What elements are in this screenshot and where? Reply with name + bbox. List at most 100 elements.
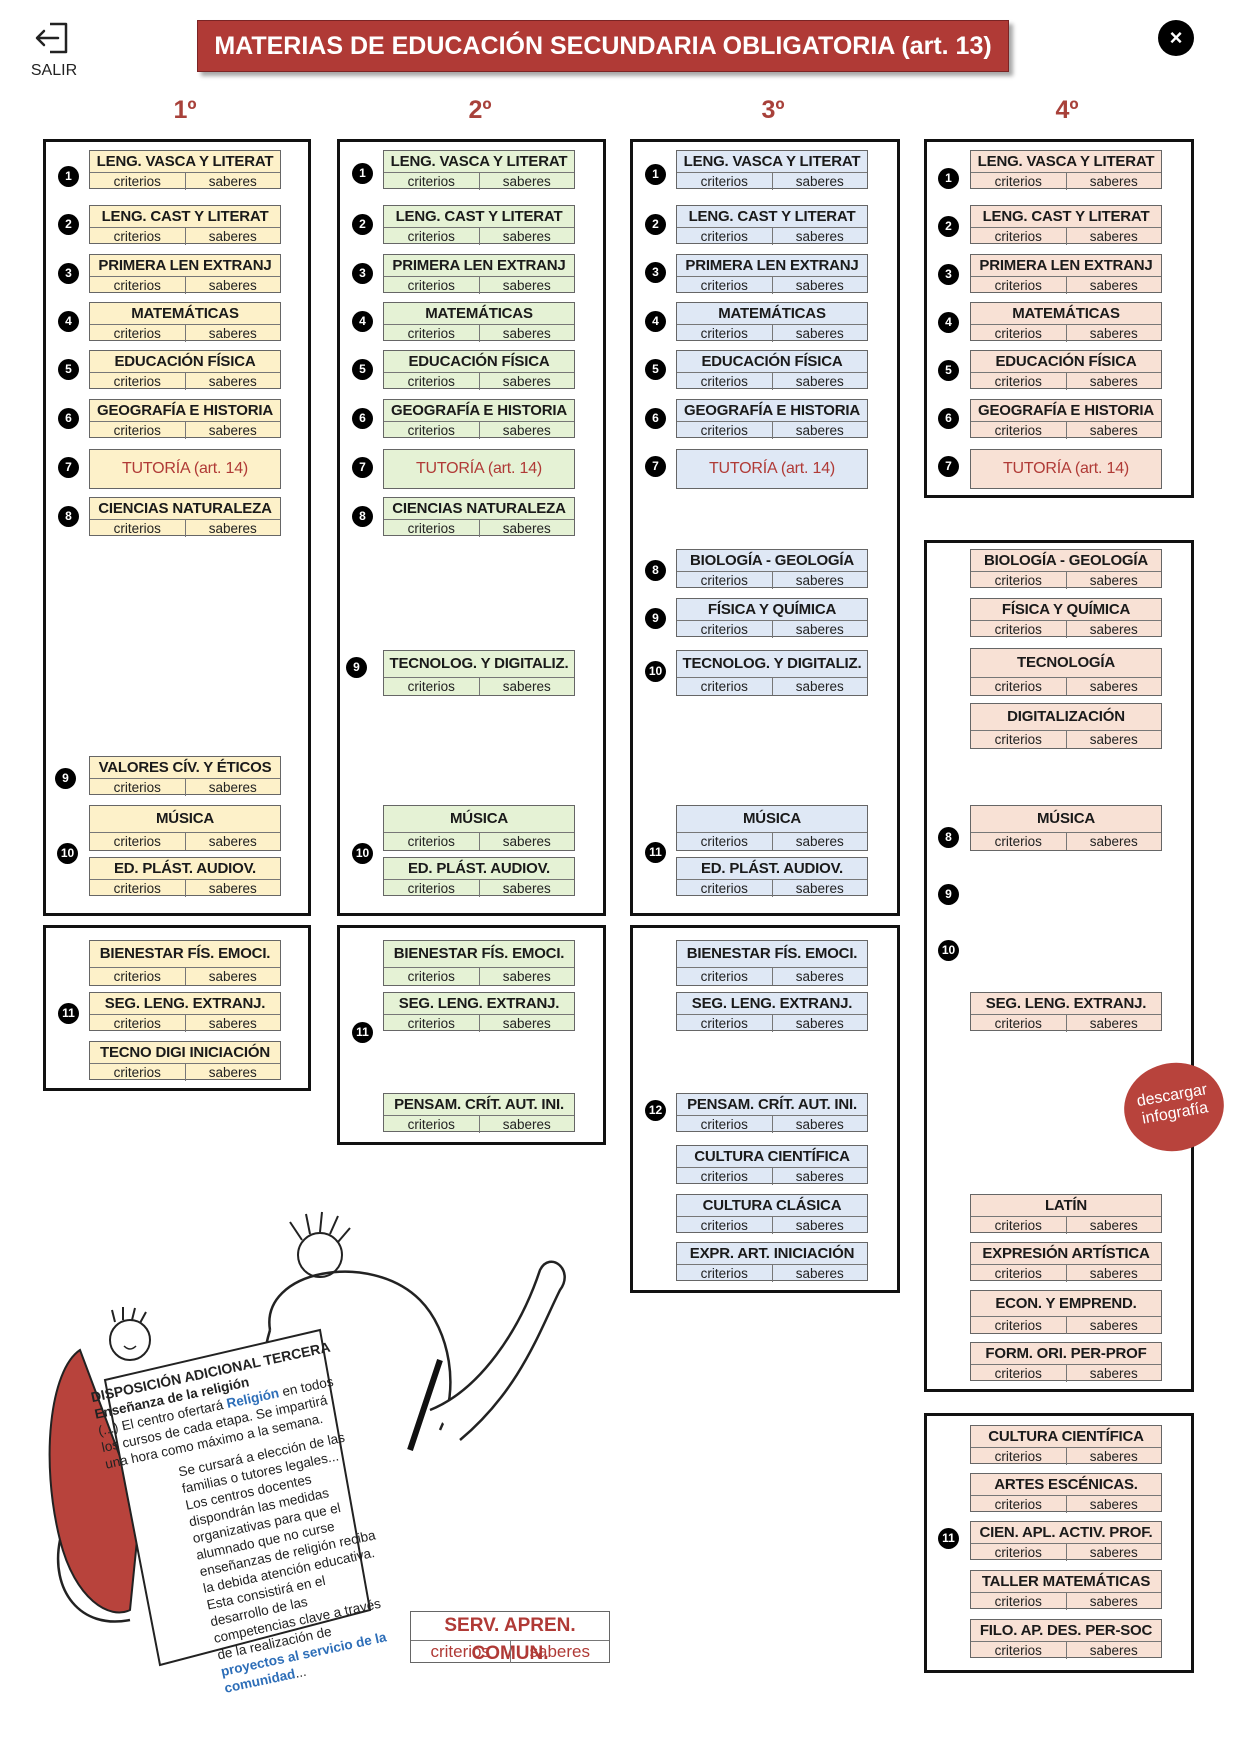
saberes-link[interactable]: saberes bbox=[184, 325, 281, 342]
criterios-link[interactable]: criterios bbox=[994, 1545, 1042, 1560]
saberes-link[interactable]: saberes bbox=[771, 325, 868, 342]
saberes-link[interactable]: saberes bbox=[771, 678, 868, 695]
criterios-link[interactable]: criterios bbox=[113, 326, 161, 341]
criterios-link[interactable]: criterios bbox=[430, 1642, 490, 1661]
criterios-link[interactable]: criterios bbox=[700, 1016, 748, 1031]
criterios-link[interactable]: criterios bbox=[407, 229, 455, 244]
close-icon[interactable]: × bbox=[1158, 20, 1194, 56]
saberes-link[interactable]: saberes bbox=[771, 1265, 868, 1282]
saberes-link[interactable]: saberes bbox=[184, 173, 281, 190]
criterios-link[interactable]: criterios bbox=[407, 1016, 455, 1031]
saberes-link[interactable]: saberes bbox=[1065, 277, 1162, 294]
number-badge[interactable]: 6 bbox=[645, 408, 666, 429]
saberes-link[interactable]: saberes bbox=[184, 1064, 281, 1081]
number-badge[interactable]: 8 bbox=[645, 560, 666, 581]
saberes-link[interactable]: saberes bbox=[478, 833, 575, 850]
criterios-link[interactable]: criterios bbox=[113, 521, 161, 536]
number-badge[interactable]: 4 bbox=[645, 311, 666, 332]
criterios-link[interactable]: criterios bbox=[994, 834, 1042, 849]
criterios-link[interactable]: criterios bbox=[113, 1065, 161, 1080]
criterios-link[interactable]: criterios bbox=[407, 969, 455, 984]
saberes-link[interactable]: saberes bbox=[1065, 1593, 1162, 1610]
saberes-link[interactable]: saberes bbox=[184, 968, 281, 985]
saberes-link[interactable]: saberes bbox=[478, 325, 575, 342]
criterios-link[interactable]: criterios bbox=[700, 278, 748, 293]
number-badge[interactable]: 3 bbox=[58, 263, 79, 284]
number-badge[interactable]: 3 bbox=[938, 264, 959, 285]
criterios-link[interactable]: criterios bbox=[407, 881, 455, 896]
criterios-link[interactable]: criterios bbox=[407, 326, 455, 341]
criterios-link[interactable]: criterios bbox=[407, 374, 455, 389]
saberes-link[interactable]: saberes bbox=[771, 1168, 868, 1185]
saberes-link[interactable]: saberes bbox=[184, 228, 281, 245]
saberes-link[interactable]: saberes bbox=[478, 422, 575, 439]
criterios-link[interactable]: criterios bbox=[700, 834, 748, 849]
saberes-link[interactable]: saberes bbox=[771, 228, 868, 245]
saberes-link[interactable]: saberes bbox=[478, 880, 575, 897]
number-badge[interactable]: 6 bbox=[938, 408, 959, 429]
criterios-link[interactable]: criterios bbox=[113, 969, 161, 984]
criterios-link[interactable]: criterios bbox=[700, 1169, 748, 1184]
saberes-link[interactable]: saberes bbox=[478, 228, 575, 245]
saberes-link[interactable]: saberes bbox=[1065, 373, 1162, 390]
criterios-link[interactable]: criterios bbox=[113, 881, 161, 896]
saberes-link[interactable]: saberes bbox=[1065, 1448, 1162, 1465]
criterios-link[interactable]: criterios bbox=[994, 1016, 1042, 1031]
saberes-link[interactable]: saberes bbox=[184, 520, 281, 537]
saberes-link[interactable]: saberes bbox=[771, 277, 868, 294]
number-badge[interactable]: 2 bbox=[938, 216, 959, 237]
number-badge[interactable]: 8 bbox=[938, 827, 959, 848]
number-badge[interactable]: 6 bbox=[58, 408, 79, 429]
criterios-link[interactable]: criterios bbox=[700, 1266, 748, 1281]
criterios-link[interactable]: criterios bbox=[994, 326, 1042, 341]
criterios-link[interactable]: criterios bbox=[700, 679, 748, 694]
criterios-link[interactable]: criterios bbox=[113, 1016, 161, 1031]
criterios-link[interactable]: criterios bbox=[407, 679, 455, 694]
number-badge[interactable]: 11 bbox=[352, 1022, 373, 1043]
saberes-link[interactable]: saberes bbox=[771, 572, 868, 589]
number-badge[interactable]: 11 bbox=[645, 842, 666, 863]
criterios-link[interactable]: criterios bbox=[994, 1594, 1042, 1609]
criterios-link[interactable]: criterios bbox=[700, 969, 748, 984]
saberes-link[interactable]: saberes bbox=[1065, 678, 1162, 695]
saberes-link[interactable]: saberes bbox=[1065, 1365, 1162, 1382]
saberes-link[interactable]: saberes bbox=[1065, 325, 1162, 342]
saberes-link[interactable]: saberes bbox=[1065, 1317, 1162, 1334]
number-badge[interactable]: 8 bbox=[58, 506, 79, 527]
saberes-link[interactable]: saberes bbox=[1065, 228, 1162, 245]
number-badge[interactable]: 9 bbox=[55, 768, 76, 789]
criterios-link[interactable]: criterios bbox=[113, 834, 161, 849]
